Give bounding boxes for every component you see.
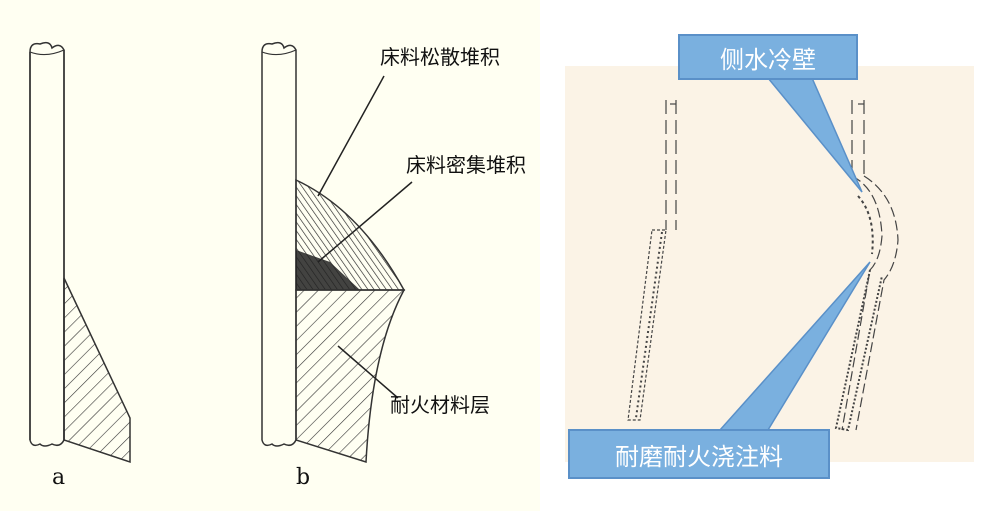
- water-wall-tube-b: [261, 41, 297, 447]
- refractory-layer-a: [63, 277, 131, 464]
- label-b: b: [296, 465, 310, 490]
- annotation-dense-pile: 床料密集堆积: [406, 153, 526, 177]
- right-water-wall: [834, 100, 899, 432]
- right-sketch: [627, 100, 899, 432]
- callout-bottom-pointer: [718, 261, 871, 431]
- callout-top-pointer: [766, 77, 863, 193]
- left-water-wall: [627, 100, 677, 421]
- label-a: a: [52, 465, 65, 490]
- dense-bed-pile: [296, 250, 360, 290]
- refractory-layer-b: [295, 289, 406, 464]
- callout-wear-resistant-castable: 耐磨耐火浇注料: [568, 429, 830, 479]
- water-wall-tube-a: [29, 41, 65, 447]
- diagram-b: [261, 41, 413, 464]
- diagram-a: [29, 41, 131, 464]
- annotation-loose-pile: 床料松散堆积: [380, 45, 500, 69]
- callout-side-water-wall: 侧水冷壁: [678, 34, 858, 80]
- annotation-refractory-layer: 耐火材料层: [390, 393, 490, 417]
